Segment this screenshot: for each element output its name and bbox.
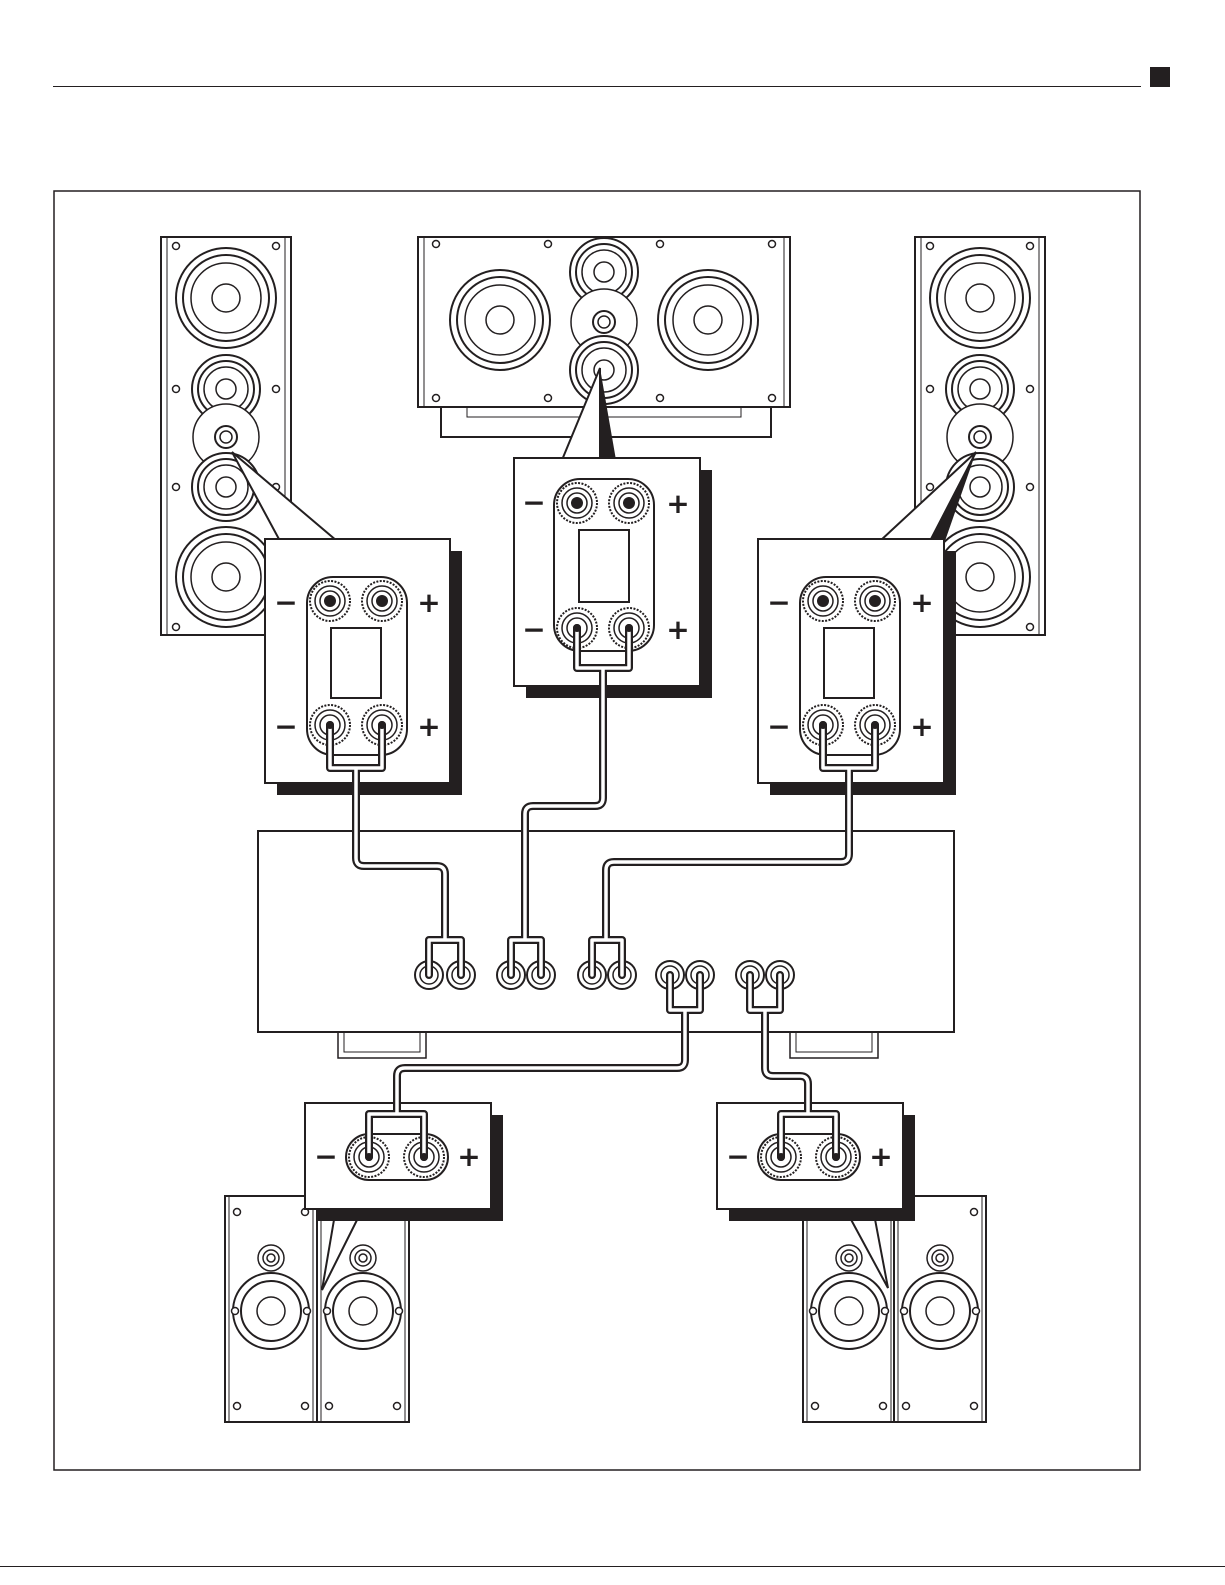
center-terminal-panel: − + − +: [514, 458, 712, 698]
plus-sign: +: [457, 1140, 480, 1173]
minus-sign: −: [274, 586, 297, 619]
surround-right-speakers: [803, 1196, 986, 1422]
front-left-terminal-panel: − + − +: [265, 539, 462, 795]
plus-sign: +: [869, 1140, 892, 1173]
plus-sign: +: [417, 710, 440, 743]
minus-sign: −: [274, 710, 297, 743]
surround-left-terminal-panel: − +: [305, 1103, 503, 1221]
minus-sign: −: [314, 1140, 337, 1173]
plus-sign: +: [910, 586, 933, 619]
plus-sign: +: [417, 586, 440, 619]
minus-sign: −: [522, 486, 545, 519]
plus-sign: +: [666, 487, 689, 520]
minus-sign: −: [767, 586, 790, 619]
minus-sign: −: [767, 710, 790, 743]
plus-sign: +: [910, 710, 933, 743]
surround-left-speakers: [225, 1196, 409, 1422]
plus-sign: +: [666, 613, 689, 646]
surround-right-terminal-panel: − +: [717, 1103, 915, 1221]
minus-sign: −: [726, 1140, 749, 1173]
minus-sign: −: [522, 613, 545, 646]
front-right-terminal-panel: − + − +: [758, 539, 956, 795]
